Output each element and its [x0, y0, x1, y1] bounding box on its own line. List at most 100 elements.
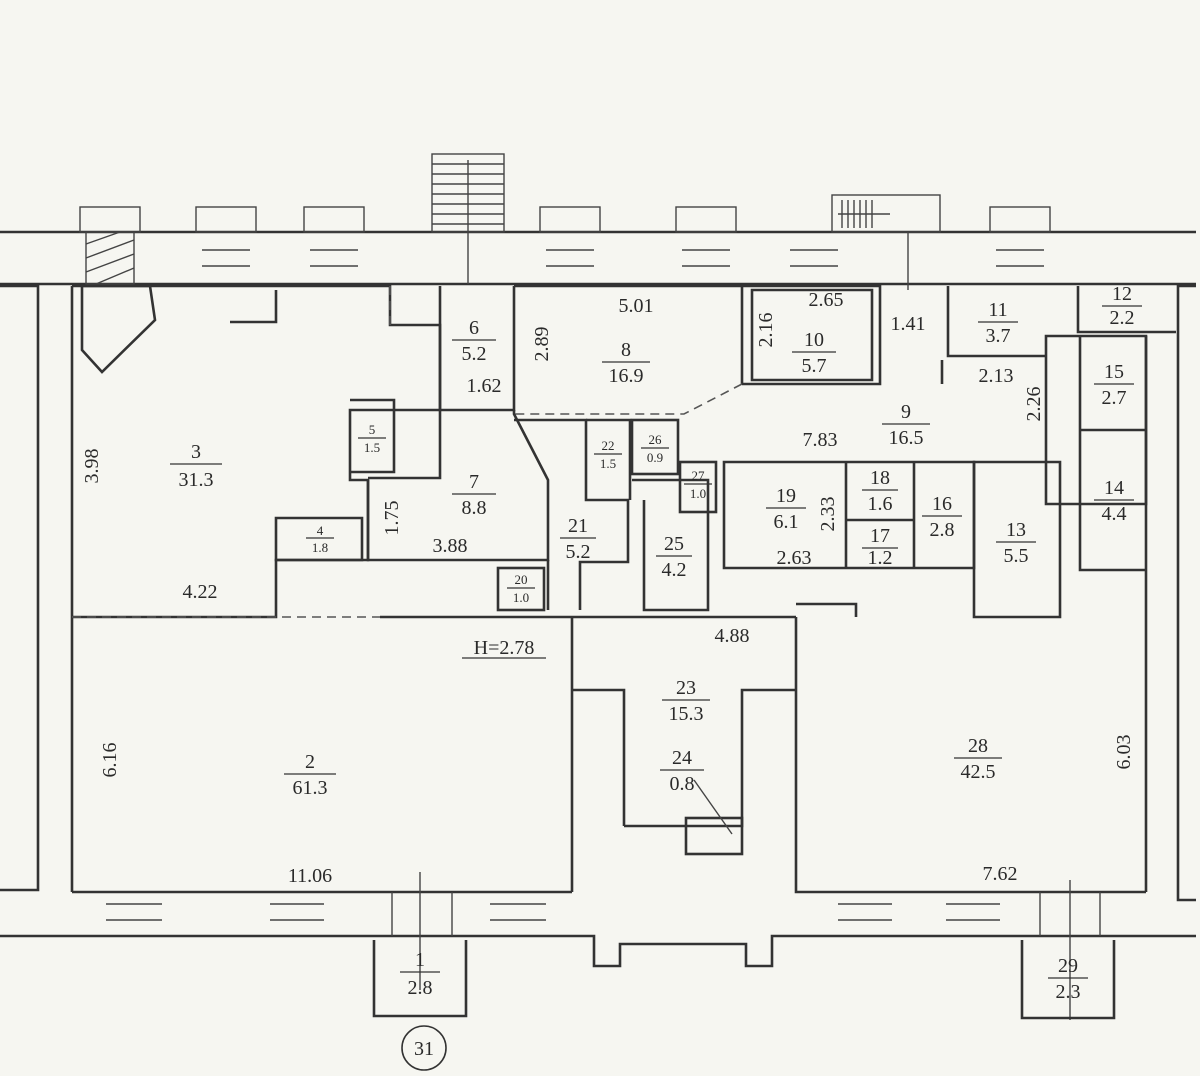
service-rooms	[678, 460, 976, 570]
dimension-label: 4.88	[715, 625, 750, 647]
room-area: 1.0	[513, 590, 529, 605]
room-number: 19	[776, 485, 796, 507]
dimension-label: 1.75	[381, 501, 403, 536]
room-area: 0.8	[670, 773, 695, 795]
room-number: 26	[649, 432, 663, 447]
room-number: 2	[305, 751, 315, 773]
room-number: 25	[664, 533, 684, 555]
room-number: 29	[1058, 955, 1078, 977]
room-number: 21	[568, 515, 588, 537]
room-area: 42.5	[961, 761, 996, 783]
dimension-labels: 5.01 2.65 2.16 1.41 2.89 1.62 3.98 1.75 …	[81, 289, 1135, 887]
room-number: 22	[602, 438, 615, 453]
sheet-marker-circle	[401, 1025, 447, 1071]
dimension-label: 2.16	[755, 313, 777, 348]
facade-top	[0, 153, 1196, 290]
room-label-8: 816.9	[602, 339, 650, 387]
room-label-27: 271.0	[684, 468, 712, 501]
room-label-4: 41.8	[306, 523, 334, 555]
room-area: 6.1	[774, 511, 799, 533]
dimension-label: 1.62	[467, 375, 502, 397]
room-label-5: 51.5	[358, 422, 386, 455]
room-area: 2.8	[930, 519, 955, 541]
room-area: 1.0	[690, 486, 706, 501]
room-label-22: 221.5	[594, 438, 622, 471]
room-area: 8.8	[462, 497, 487, 519]
room-area: 4.4	[1102, 503, 1127, 525]
room-label-3: 331.3	[170, 441, 222, 491]
dimension-label: 2.65	[809, 289, 844, 311]
middle-upper-block	[366, 284, 882, 562]
room-number: 16	[932, 493, 952, 515]
room-area: 5.2	[462, 343, 487, 365]
room-area: 16.9	[609, 365, 644, 387]
room-area: 15.3	[669, 703, 704, 725]
room-area: 2.3	[1056, 981, 1081, 1003]
room-label-9: 916.5	[882, 401, 930, 449]
room-area: 2.2	[1110, 307, 1135, 329]
room-number: 5	[369, 422, 376, 437]
room-area: 1.6	[868, 493, 893, 515]
room-number: 6	[469, 317, 479, 339]
lower-block	[72, 602, 1146, 894]
room-label-11: 113.7	[978, 299, 1018, 347]
dimension-label: 6.16	[99, 743, 121, 778]
room-number: 10	[804, 329, 824, 351]
room-number: 11	[988, 299, 1007, 321]
sheet-marker-label: 31	[414, 1038, 434, 1060]
ceiling-height-label: H=2.78	[474, 637, 535, 659]
room-number: 13	[1006, 519, 1026, 541]
room-area: 0.9	[647, 450, 663, 465]
dimension-label: 7.62	[983, 863, 1018, 885]
room-label-1: 12.8	[400, 949, 440, 999]
room-number: 8	[621, 339, 631, 361]
room-area: 16.5	[889, 427, 924, 449]
room-area: 3.7	[986, 325, 1011, 347]
room-label-15: 152.7	[1094, 361, 1134, 409]
room-label-7: 78.8	[452, 471, 496, 519]
room-number: 7	[469, 471, 479, 493]
room-label-12: 122.2	[1102, 283, 1142, 329]
dimension-label: 5.01	[619, 295, 654, 317]
dimension-label: 4.22	[183, 581, 218, 603]
room-label-21: 215.2	[560, 515, 596, 563]
room-area: 31.3	[179, 469, 214, 491]
dimension-label: 3.98	[81, 449, 103, 484]
room-number: 3	[191, 441, 201, 463]
room-number: 12	[1112, 283, 1132, 305]
facade-bottom	[0, 872, 1196, 1071]
room-area: 5.7	[802, 355, 827, 377]
room-label-13: 135.5	[996, 519, 1036, 567]
room-number: 28	[968, 735, 988, 757]
room-area: 1.2	[868, 547, 893, 569]
room-label-18: 181.6	[862, 467, 898, 515]
dimension-label: 2.13	[979, 365, 1014, 387]
room-number: 14	[1104, 477, 1124, 499]
room-label-20: 201.0	[507, 572, 535, 605]
room-label-14: 144.4	[1094, 477, 1134, 525]
dimension-label: 11.06	[288, 865, 332, 887]
room-number: 1	[415, 949, 425, 971]
room-label-26: 260.9	[641, 432, 669, 465]
dimension-label: 1.41	[891, 313, 926, 335]
room-label-29: 292.3	[1048, 955, 1088, 1003]
room-label-17: 171.2	[862, 525, 898, 569]
room-area: 5.2	[566, 541, 591, 563]
room-label-19: 196.1	[766, 485, 806, 533]
room-area: 2.7	[1102, 387, 1127, 409]
room-number: 9	[901, 401, 911, 423]
dimension-label: 7.83	[803, 429, 838, 451]
room-number: 17	[870, 525, 890, 547]
room-label-2: 261.3	[284, 751, 336, 799]
room-labels: 12.8 261.3 331.3 41.8 51.5 65.2 78.8 816…	[170, 283, 1142, 1003]
room-label-10: 105.7	[792, 329, 836, 377]
room-area: 2.8	[408, 977, 433, 999]
room-area: 4.2	[662, 559, 687, 581]
wc-block	[496, 418, 710, 612]
room-number: 20	[515, 572, 528, 587]
dimension-label: 2.33	[817, 497, 839, 532]
upper-left-block	[72, 284, 442, 619]
outer-walls	[0, 284, 1196, 902]
